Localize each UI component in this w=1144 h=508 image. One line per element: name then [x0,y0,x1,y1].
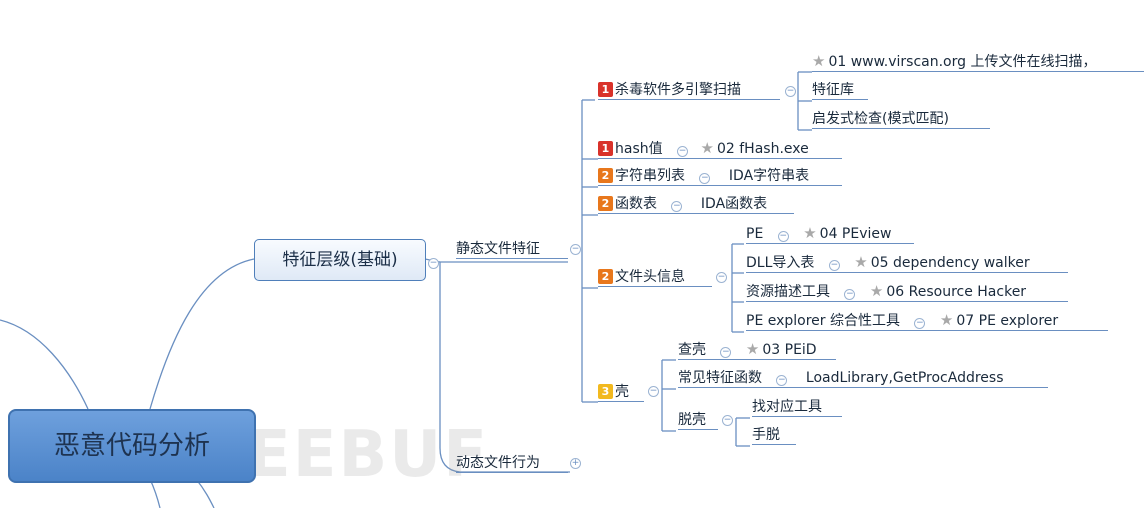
priority-3-icon: 3 [598,384,613,399]
topic-static-features[interactable]: 静态文件特征 [456,240,568,259]
topic-label: 静态文件特征 [456,241,540,257]
topic-manual-unpack[interactable]: 手脱 [752,426,796,445]
collapse-toggle-icon[interactable]: − [914,318,926,329]
collapse-toggle-icon[interactable]: − [828,260,840,271]
collapse-toggle-icon[interactable]: − [648,386,659,397]
priority-1-icon: 1 [598,141,613,156]
collapse-toggle-icon[interactable]: − [722,415,733,426]
star-icon: ★ [803,224,817,242]
topic-dll-imports[interactable]: DLL导入表 − ★05 dependency walker [746,253,1068,273]
star-icon: ★ [700,139,714,157]
collapse-toggle-icon[interactable]: − [677,146,689,157]
collapse-toggle-icon[interactable]: − [570,244,581,255]
star-icon: ★ [939,311,954,329]
collapse-toggle-icon[interactable]: − [777,231,789,242]
topic-label: 杀毒软件多引擎扫描 [615,82,741,98]
collapse-toggle-icon[interactable]: − [671,201,683,212]
topic-find-tool[interactable]: 找对应工具 [752,398,842,417]
root-topic[interactable]: 恶意代码分析 [8,409,256,483]
topic-label: 动态文件行为 [456,455,540,471]
priority-2-icon: 2 [598,196,613,211]
topic-unpack[interactable]: 脱壳 [678,411,718,430]
priority-2-icon: 2 [598,269,613,284]
star-icon: ★ [812,52,826,70]
topic-common-functions[interactable]: 常见特征函数 − LoadLibrary,GetProcAddress [678,369,1048,388]
priority-1-icon: 1 [598,82,613,97]
topic-dynamic-behavior[interactable]: 动态文件行为 [456,454,568,473]
collapse-toggle-icon[interactable]: − [428,258,439,269]
star-icon: ★ [854,253,868,271]
topic-virscan[interactable]: ★01 www.virscan.org 上传文件在线扫描， [812,52,1144,72]
priority-2-icon: 2 [598,168,613,183]
topic-pe[interactable]: PE − ★04 PEview [746,224,914,244]
collapse-toggle-icon[interactable]: − [720,347,732,358]
topic-feature-level[interactable]: 特征层级(基础) [254,239,426,281]
star-icon: ★ [745,340,760,358]
topic-pe-explorer[interactable]: PE explorer 综合性工具 − ★07 PE explorer [746,311,1108,331]
collapse-toggle-icon[interactable]: − [785,86,796,97]
collapse-toggle-icon[interactable]: − [716,272,727,283]
topic-check-shell[interactable]: 查壳 − ★03 PEiD [678,340,836,360]
collapse-toggle-icon[interactable]: − [699,173,711,184]
topic-resource-tool[interactable]: 资源描述工具 − ★06 Resource Hacker [746,282,1068,302]
star-icon: ★ [869,282,884,300]
topic-signature-db[interactable]: 特征库 [812,81,868,100]
expand-toggle-icon[interactable]: + [570,458,581,469]
topic-heuristic[interactable]: 启发式检查(模式匹配) [812,110,990,129]
collapse-toggle-icon[interactable]: − [776,375,788,386]
collapse-toggle-icon[interactable]: − [844,289,856,300]
